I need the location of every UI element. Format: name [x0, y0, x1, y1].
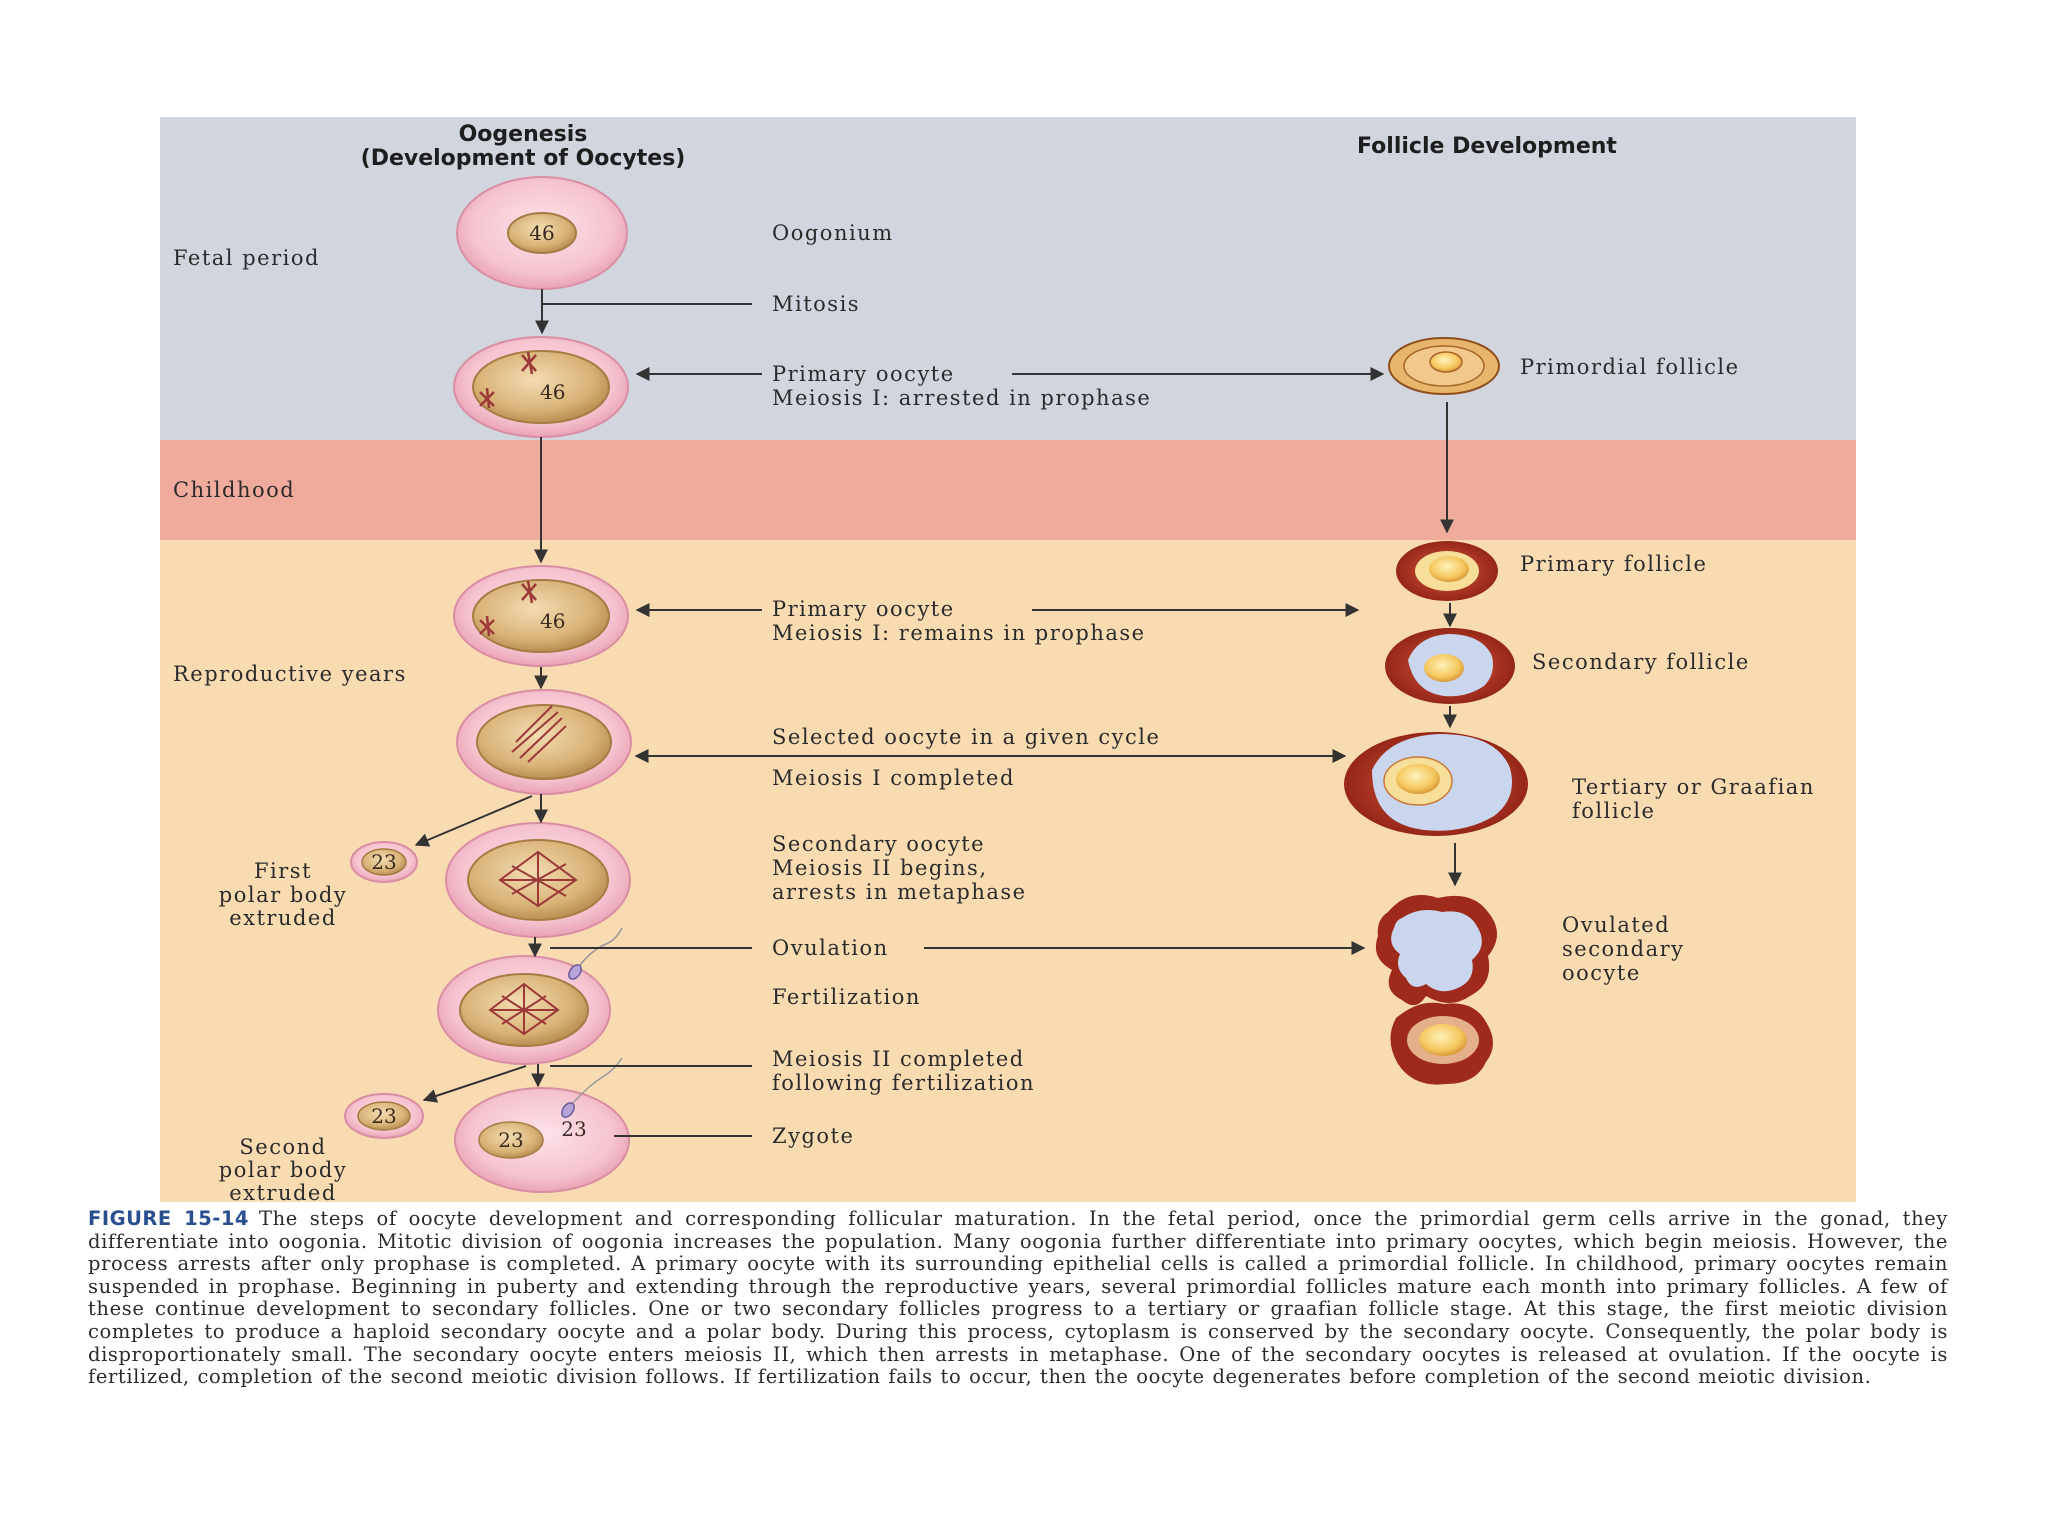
- sperm-icon-fertilization: [568, 927, 623, 980]
- primordial-follicle: [1388, 337, 1500, 395]
- label-primary-follicle: Primary follicle: [1520, 552, 1707, 576]
- label-ovulated-line2: secondary: [1562, 937, 1685, 961]
- label-tertiary-follicle-line2: follicle: [1572, 799, 1655, 823]
- first-polar-body-chromosome-count: 23: [371, 850, 396, 874]
- arrow-to-second-polar-body: [422, 1065, 527, 1103]
- primary-oocyte-cell-fetal: 46: [453, 336, 629, 438]
- label-fertilization: Fertilization: [772, 985, 921, 1009]
- ovulated-secondary-oocyte: [1390, 1002, 1493, 1085]
- period-label-fetal: Fetal period: [173, 246, 320, 270]
- primary-oocyte-cell-reproductive: 46: [453, 565, 629, 667]
- zygote-chromosome-count-sperm: 23: [561, 1117, 586, 1141]
- label-secondary-oocyte: Secondary oocyte: [772, 832, 985, 856]
- fetal-period-band: [160, 117, 1856, 440]
- label-zygote: Zygote: [772, 1124, 854, 1148]
- label-second-polar-body-line1: Second: [239, 1135, 326, 1159]
- label-first-polar-body-line2: polar body: [219, 883, 347, 907]
- primary-oocyte-fetal-chromosome-count: 46: [540, 380, 565, 404]
- oogenesis-header-line1: Oogenesis: [459, 122, 588, 147]
- ovulated-follicle: [1375, 895, 1497, 1006]
- zygote-cell: 23 23: [454, 1087, 630, 1193]
- label-meiosis2-begins: Meiosis II begins,: [772, 856, 988, 880]
- oogonium-chromosome-count: 46: [529, 221, 554, 245]
- primary-follicle: [1396, 541, 1498, 601]
- label-meiosis1-remains: Meiosis I: remains in prophase: [772, 621, 1146, 645]
- selected-oocyte-cell: [456, 689, 632, 795]
- tertiary-follicle: [1344, 732, 1528, 836]
- label-meiosis2-completed: Meiosis II completed: [772, 1047, 1025, 1071]
- label-arrests-metaphase: arrests in metaphase: [772, 880, 1027, 904]
- label-mitosis: Mitosis: [772, 292, 860, 316]
- label-ovulated-line3: oocyte: [1562, 961, 1641, 985]
- oogonium-cell: 46: [456, 176, 628, 290]
- label-primordial-follicle: Primordial follicle: [1520, 355, 1740, 379]
- arrow-to-first-polar-body: [414, 795, 533, 847]
- reproductive-years-band: [160, 540, 1856, 1202]
- second-polar-body-chromosome-count: 23: [371, 1104, 396, 1128]
- caption-text: The steps of oocyte development and corr…: [88, 1207, 1948, 1389]
- secondary-follicle: [1385, 628, 1515, 704]
- zygote-chromosome-count-egg: 23: [498, 1128, 523, 1152]
- label-first-polar-body-line3: extruded: [229, 906, 337, 930]
- label-primary-oocyte-fetal: Primary oocyte: [772, 362, 955, 386]
- primary-oocyte-reproductive-chromosome-count: 46: [540, 609, 565, 633]
- follicle-development-header: Follicle Development: [1357, 134, 1617, 159]
- label-secondary-follicle: Secondary follicle: [1532, 650, 1750, 674]
- label-primary-oocyte-reproductive: Primary oocyte: [772, 597, 955, 621]
- second-polar-body: 23: [344, 1093, 424, 1139]
- label-selected-oocyte: Selected oocyte in a given cycle: [772, 725, 1160, 749]
- period-label-reproductive: Reproductive years: [173, 662, 407, 686]
- label-oogonium: Oogonium: [772, 221, 894, 245]
- period-label-childhood: Childhood: [173, 478, 295, 502]
- label-ovulated-line1: Ovulated: [1562, 913, 1670, 937]
- label-ovulation: Ovulation: [772, 936, 889, 960]
- fertilization-cell: [437, 955, 611, 1065]
- secondary-oocyte-cell: [445, 822, 631, 938]
- label-tertiary-follicle-line1: Tertiary or Graafian: [1572, 775, 1815, 799]
- label-meiosis1-completed: Meiosis I completed: [772, 766, 1015, 790]
- label-following-fertilization: following fertilization: [772, 1071, 1035, 1095]
- label-meiosis1-arrested: Meiosis I: arrested in prophase: [772, 386, 1151, 410]
- label-first-polar-body-line1: First: [254, 859, 312, 883]
- childhood-band: [160, 440, 1856, 540]
- label-second-polar-body-line3: extruded: [229, 1181, 337, 1205]
- figure-label: FIGURE 15-14: [88, 1207, 249, 1230]
- label-second-polar-body-line2: polar body: [219, 1158, 347, 1182]
- sperm-icon-zygote: [561, 1057, 623, 1118]
- first-polar-body: 23: [350, 841, 418, 883]
- oogenesis-header-line2: (Development of Oocytes): [361, 146, 686, 171]
